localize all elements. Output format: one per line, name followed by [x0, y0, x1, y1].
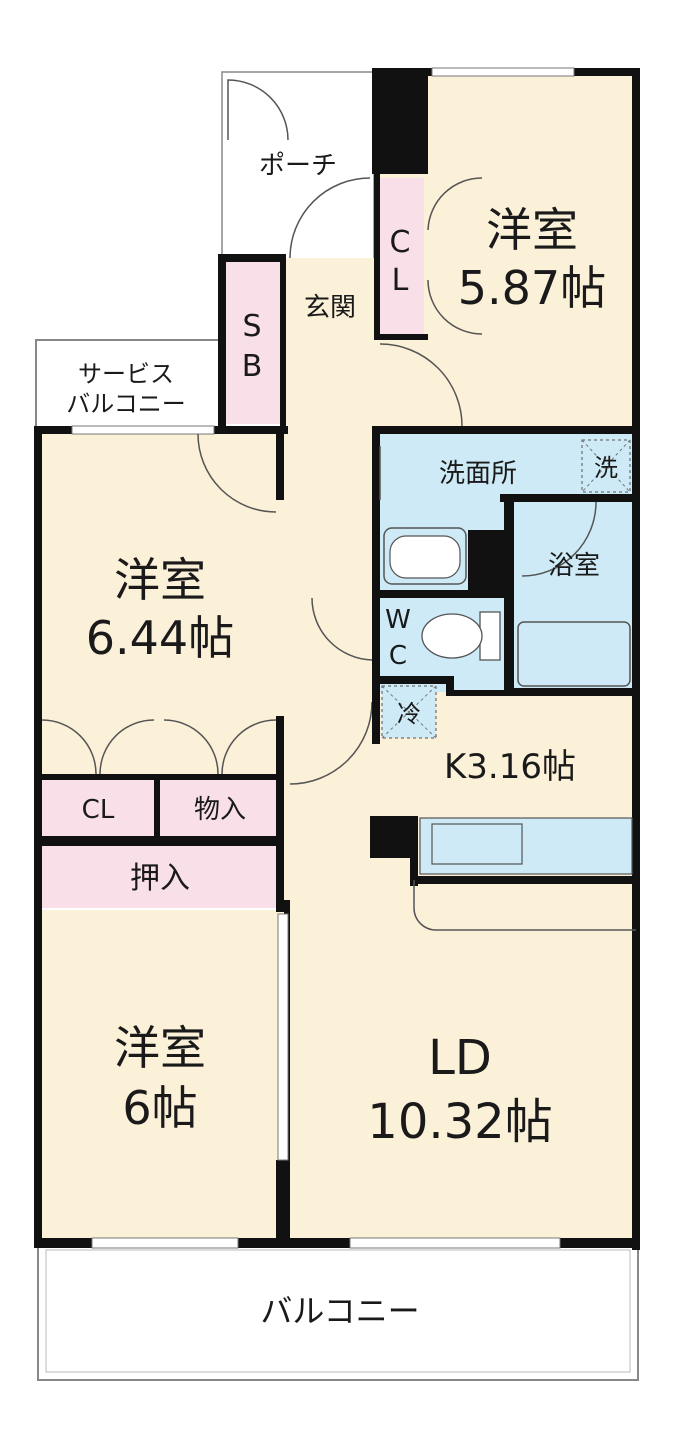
balcony-inner-outline: [45, 1249, 631, 1373]
sliding-door-room-c: [277, 913, 289, 1161]
closet-top-l: L: [392, 263, 409, 298]
washer-space: [581, 439, 631, 493]
oshiire-fill: [40, 846, 280, 908]
room-b-size: 6.44帖: [86, 611, 234, 665]
ld-name: LD: [428, 1030, 492, 1086]
mono-ire-fill: [160, 780, 280, 836]
kitchen-label: K3.16帖: [444, 747, 576, 787]
wet-wall-left: [372, 426, 380, 744]
door-closet-left-2: [99, 719, 155, 775]
wc-wall-bottom2: [446, 690, 512, 696]
sb-wall-left: [218, 254, 226, 430]
window-room-b: [71, 425, 215, 435]
door-room-b: [197, 433, 277, 513]
balcony-area: [37, 1245, 639, 1381]
wall-right: [632, 68, 640, 1250]
room-c-size: 6帖: [122, 1081, 197, 1135]
balcony-label: バルコニー: [260, 1292, 419, 1330]
wc-c: C: [389, 641, 407, 671]
closet-left-label: CL: [82, 795, 115, 825]
closet-row-bottom: [34, 836, 284, 846]
service-balcony-line2: バルコニー: [66, 390, 186, 418]
bath-wall-bottom: [504, 688, 638, 696]
kitchen-counter-wall-bottom: [410, 876, 638, 884]
fixtures: [372, 439, 633, 875]
toilet-bowl: [421, 613, 483, 659]
kitchen-floor: [284, 692, 638, 912]
kitchen-pillar: [370, 816, 416, 858]
door-porch-outer: [227, 79, 289, 141]
room-b-name: 洋室: [114, 553, 206, 607]
labels: 洋室 5.87帖 洋室 6.44帖 洋室 6帖 LD 10.32帖 K3.16帖…: [66, 151, 618, 1330]
closet-top-c: C: [390, 225, 411, 260]
door-closet-top-2: [427, 279, 483, 335]
wc-wall-bottom: [372, 676, 454, 684]
closet-top-wall-bottom: [374, 334, 428, 340]
windows: [71, 67, 575, 1249]
washroom-label: 洗面所: [439, 459, 517, 489]
door-swings: [41, 79, 636, 931]
western-room-c-floor: [38, 910, 284, 1244]
ld-size: 10.32帖: [367, 1094, 552, 1150]
closet-row-mid: [154, 774, 160, 840]
door-mono-2: [221, 719, 277, 775]
closet-top-wall-left: [374, 172, 380, 340]
wash-inner-block: [468, 530, 510, 592]
sb-wall-right: [280, 254, 286, 430]
closet-left-fill: [40, 780, 154, 836]
oshiire-wall-right: [276, 836, 284, 912]
fridge-wall-stub: [372, 684, 380, 744]
bathtub: [517, 621, 631, 687]
sb-wall-top: [218, 254, 286, 262]
wc-w: W: [385, 605, 411, 635]
window-room-c: [91, 1237, 239, 1249]
shoe-box-b: B: [242, 349, 263, 384]
mono-ire-label: 物入: [194, 795, 246, 825]
door-mono-1: [163, 719, 219, 775]
room-c-name: 洋室: [114, 1021, 206, 1075]
wash-wall-bottom: [372, 590, 512, 598]
ld-floor: [284, 880, 638, 1244]
entrance-label: 玄関: [304, 293, 356, 323]
toilet-tank: [479, 611, 501, 661]
room-fills: [38, 72, 638, 1244]
fridge-label: 冷: [397, 700, 421, 728]
room-b-wall-right: [276, 426, 284, 500]
wall-bottom: [34, 1238, 640, 1248]
washbasin-bowl: [389, 535, 461, 579]
shoe-box-fill: [224, 262, 282, 424]
window-ld: [349, 1237, 561, 1249]
door-room-a: [379, 343, 463, 427]
kitchen-counter-wall-left: [410, 816, 418, 886]
door-entrance: [289, 177, 371, 259]
hallway-floor: [284, 340, 376, 700]
room-a-name: 洋室: [486, 203, 578, 257]
bath-label: 浴室: [548, 551, 600, 581]
door-bath: [521, 501, 597, 577]
oshiire-label: 押入: [130, 861, 190, 896]
western-room-b-floor: [38, 430, 284, 776]
window-top: [431, 67, 575, 77]
shoe-box-s: S: [242, 309, 261, 344]
door-wc: [311, 597, 373, 661]
wc-wall-step: [446, 676, 454, 696]
kitchen-counter-curve: [413, 880, 636, 931]
room-a-size: 5.87帖: [458, 261, 606, 315]
door-hall-ld: [289, 701, 373, 785]
door-closet-top-1: [427, 177, 483, 231]
porch-label: ポーチ: [259, 151, 337, 181]
service-balcony-area: [35, 339, 223, 431]
fridge-cross-2: [381, 685, 437, 739]
wash-divider: [500, 494, 638, 502]
service-balcony-line1: サービス: [78, 360, 174, 388]
structural-pillar: [372, 68, 428, 174]
wet-wall-top: [372, 426, 638, 434]
door-closet-left-1: [41, 719, 97, 775]
closet-top-fill: [380, 178, 424, 334]
entrance-floor: [284, 258, 376, 342]
washer-label: 洗: [594, 454, 618, 482]
kitchen-sink: [431, 823, 523, 865]
